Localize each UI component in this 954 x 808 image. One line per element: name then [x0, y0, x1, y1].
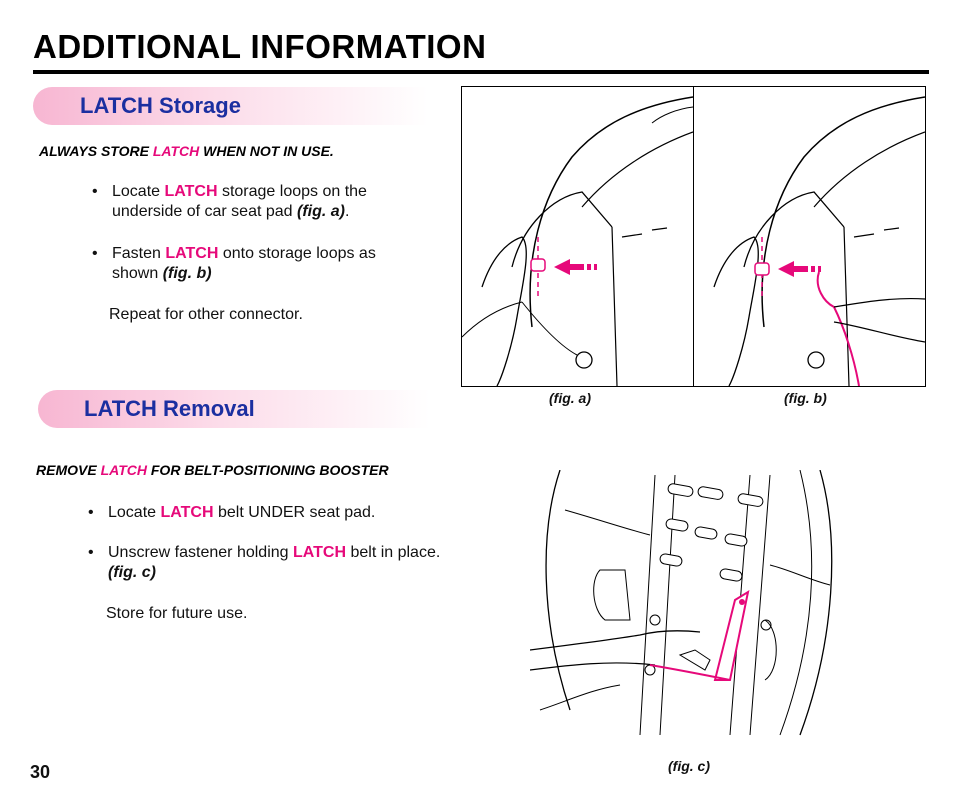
- removal-lead-before: REMOVE: [36, 462, 101, 478]
- figure-c-caption: (fig. c): [668, 758, 710, 774]
- removal-lead-after: FOR BELT-POSITIONING BOOSTER: [146, 462, 389, 478]
- figure-a-frame: [461, 86, 694, 387]
- title-rule: [33, 70, 929, 74]
- bullet-dot: •: [92, 245, 98, 262]
- bullet-text: belt UNDER seat pad.: [213, 504, 376, 521]
- removal-heading: LATCH Removal: [84, 396, 255, 421]
- fig-ref: (fig. b): [162, 265, 212, 282]
- fig-ref: (fig. a): [297, 203, 346, 220]
- figure-c-illustration: [530, 470, 833, 736]
- latch-term: LATCH: [292, 544, 347, 561]
- storage-lead-after: WHEN NOT IN USE.: [199, 143, 334, 159]
- removal-bullet-1: • Locate LATCH belt UNDER seat pad.: [88, 503, 448, 523]
- removal-lead-latch: LATCH: [100, 462, 147, 478]
- storage-heading-bar: [33, 87, 428, 125]
- figure-a-illustration: [462, 96, 693, 386]
- latch-term: LATCH: [160, 504, 214, 521]
- latch-term: LATCH: [164, 183, 218, 200]
- figure-b-illustration: [713, 96, 925, 386]
- bullet-text: belt in place.: [346, 544, 441, 561]
- bullet-dot: •: [92, 183, 98, 200]
- storage-heading: LATCH Storage: [80, 93, 241, 118]
- bullet-dot: •: [88, 504, 94, 521]
- storage-lead: ALWAYS STORE LATCH WHEN NOT IN USE.: [39, 143, 334, 159]
- figure-b-frame: [693, 86, 926, 387]
- latch-term: LATCH: [165, 245, 219, 262]
- removal-heading-bar: [38, 390, 430, 428]
- bullet-text: Unscrew fastener holding: [108, 544, 293, 561]
- figure-b-caption: (fig. b): [784, 390, 827, 406]
- bullet-dot: •: [88, 544, 94, 561]
- bullet-text: Fasten: [112, 245, 166, 262]
- storage-bullet-2: • Fasten LATCH onto storage loops as sho…: [92, 244, 422, 284]
- bullet-text: storage loops on the underside of car se…: [112, 183, 367, 220]
- storage-note: Repeat for other connector.: [109, 306, 303, 323]
- bullet-text: onto storage loops as shown: [112, 245, 376, 282]
- bullet-text: Locate: [108, 504, 161, 521]
- figure-a-caption: (fig. a): [549, 390, 591, 406]
- fig-ref: (fig. c): [108, 564, 156, 581]
- bullet-text: Locate: [112, 183, 165, 200]
- storage-lead-latch: LATCH: [152, 143, 200, 159]
- removal-note: Store for future use.: [106, 605, 248, 622]
- bullet-text: .: [345, 203, 350, 220]
- page-title: ADDITIONAL INFORMATION: [33, 28, 487, 65]
- storage-lead-before: ALWAYS STORE: [39, 143, 153, 159]
- page-number: 30: [30, 762, 51, 782]
- figure-c-illustration-wrap: [530, 470, 850, 740]
- removal-lead: REMOVE LATCH FOR BELT-POSITIONING BOOSTE…: [36, 462, 389, 478]
- storage-bullet-1: • Locate LATCH storage loops on the unde…: [92, 182, 422, 222]
- removal-bullet-2: • Unscrew fastener holding LATCH belt in…: [88, 543, 448, 583]
